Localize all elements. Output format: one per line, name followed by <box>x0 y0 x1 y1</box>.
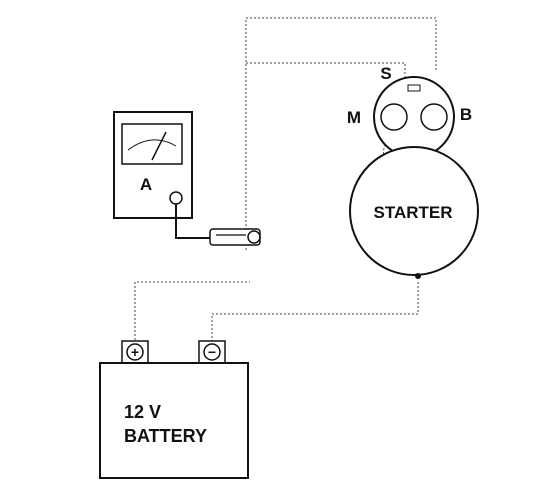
battery-name-label: BATTERY <box>124 426 207 446</box>
starter-body <box>349 146 479 276</box>
starter-motor: STARTER <box>349 146 479 279</box>
battery-voltage-label: 12 V <box>124 402 161 422</box>
starter-ground-point <box>415 273 421 279</box>
battery: + − 12 V BATTERY <box>99 340 249 479</box>
ammeter: A <box>113 111 193 219</box>
wire-battery-positive <box>134 281 250 340</box>
positive-post-cap <box>126 343 144 361</box>
wire-battery-negative <box>211 280 419 342</box>
wire-to-s-terminal <box>246 62 406 82</box>
starter-label: STARTER <box>373 203 452 222</box>
m-terminal-label: M <box>347 108 361 127</box>
ammeter-label: A <box>140 175 152 194</box>
s-terminal-label: S <box>380 64 391 83</box>
wire-top-loop <box>245 17 437 250</box>
battery-case <box>99 362 249 479</box>
s-terminal-post <box>407 84 421 92</box>
b-terminal-post <box>420 103 448 131</box>
ammeter-scale-arc <box>127 139 177 151</box>
negative-post-cap <box>203 343 221 361</box>
ammeter-probe-lead <box>175 204 212 239</box>
m-terminal-post <box>380 103 408 131</box>
clamp-head <box>247 230 261 244</box>
negative-symbol: − <box>208 344 216 360</box>
b-terminal-label: B <box>460 105 472 124</box>
ammeter-probe-jack <box>169 191 183 205</box>
ammeter-needle <box>151 131 167 161</box>
inductive-clamp <box>209 228 261 246</box>
positive-symbol: + <box>131 344 139 360</box>
starter-solenoid <box>373 76 455 158</box>
